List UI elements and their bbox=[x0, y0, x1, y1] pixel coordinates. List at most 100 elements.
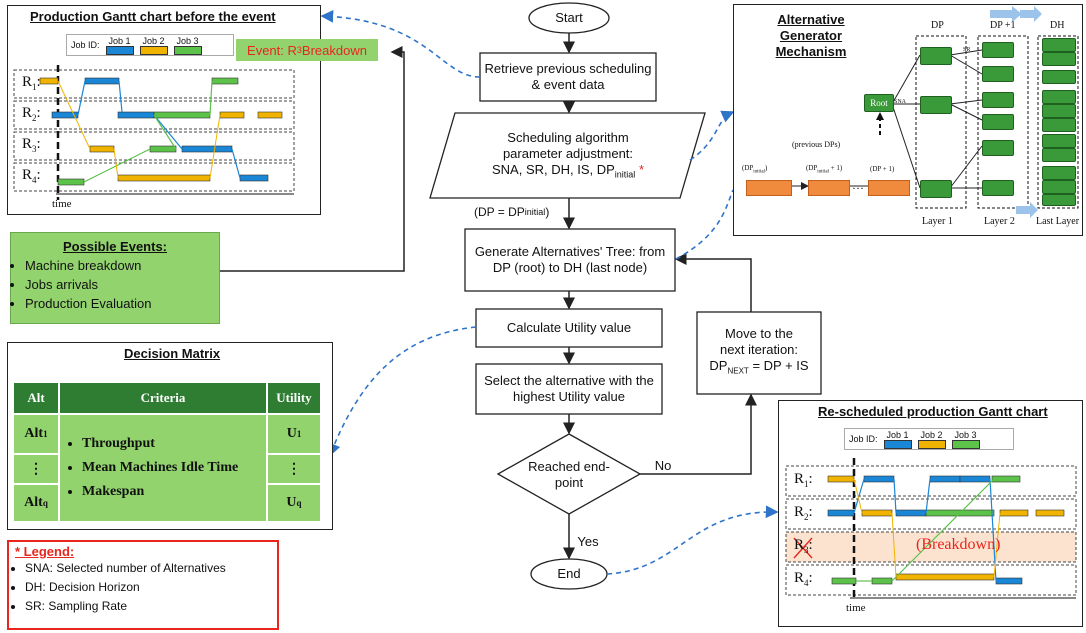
col-dp1: DP +1 bbox=[990, 20, 1016, 31]
r1-text: R bbox=[794, 471, 805, 487]
r3-sub: 3 bbox=[804, 545, 809, 555]
tree-node bbox=[1042, 194, 1076, 206]
tree-node bbox=[1042, 166, 1076, 180]
bar-r2-job1b bbox=[895, 509, 927, 517]
gantt-after-legend: Job ID: Job 1 Job 2 Job 3 bbox=[844, 428, 1014, 450]
bar-r1-job1a bbox=[863, 475, 895, 483]
r1-text: R bbox=[22, 74, 33, 90]
legend-job1-label: Job 1 bbox=[108, 35, 131, 46]
bar-r1-job1b bbox=[929, 475, 961, 483]
parameter-star: * bbox=[638, 161, 644, 177]
dm-utility-first-text: U bbox=[286, 426, 297, 441]
sr-label: SR bbox=[963, 47, 971, 53]
gantt-after-r2: R2: bbox=[794, 504, 813, 522]
dp-initial-plus-sub: initial bbox=[817, 169, 829, 175]
gantt-before-time: time bbox=[52, 198, 72, 210]
tree-node bbox=[1042, 38, 1076, 52]
generator-title-line2: Mechanism bbox=[775, 44, 847, 59]
r3-text: R bbox=[22, 136, 33, 152]
dm-utility-last-sub: q bbox=[296, 498, 302, 508]
layer-1: Layer 1 bbox=[922, 216, 953, 227]
parameter-io bbox=[429, 112, 706, 199]
gantt-after-title: Re-scheduled production Gantt chart bbox=[818, 404, 1048, 419]
gantt-before-r3: R3: bbox=[22, 136, 41, 154]
dm-criteria-list: Throughput Mean Machines Idle Time Makes… bbox=[60, 432, 238, 504]
tree-node bbox=[1042, 148, 1076, 162]
bar-r4-job3b bbox=[871, 577, 893, 585]
r4-text: R bbox=[794, 570, 805, 586]
utility-process bbox=[475, 308, 663, 348]
bar-r2-job2 bbox=[861, 509, 893, 517]
bar-r2-job2c bbox=[1035, 509, 1065, 517]
chain-ellipsis: … bbox=[852, 178, 864, 192]
bar-r2-job2b bbox=[257, 111, 283, 119]
select-label: Select the alternative with the highest … bbox=[484, 373, 654, 404]
bar-r4-job3 bbox=[831, 577, 857, 585]
gantt-before-title: Production Gantt chart before the event bbox=[30, 9, 276, 24]
legend-job2: Job 2 bbox=[917, 429, 946, 449]
bar-r2-job1a bbox=[827, 509, 855, 517]
gantt-before-r1: R1: bbox=[22, 74, 41, 92]
bar-r1-job3 bbox=[991, 475, 1021, 483]
dp-initial-plus-text: (DP bbox=[806, 164, 818, 172]
legend-job3: Job 3 bbox=[951, 429, 980, 449]
event-item: Machine breakdown bbox=[25, 256, 219, 275]
parameter-label: Scheduling algorithm parameter adjustmen… bbox=[450, 118, 686, 194]
dm-criteria-cell: Throughput Mean Machines Idle Time Makes… bbox=[60, 415, 266, 521]
event-item: Production Evaluation bbox=[25, 294, 219, 313]
legend-job3: Job 3 bbox=[173, 35, 202, 55]
no-label: No bbox=[654, 458, 672, 473]
legend-list: SNA: Selected number of Alternatives DH:… bbox=[9, 559, 277, 616]
generator-title: Alternative Generator Mechanism bbox=[746, 12, 876, 60]
root-node: Root bbox=[864, 94, 894, 112]
move-dp: DP bbox=[709, 358, 728, 374]
dp-eq-sub: initial bbox=[524, 207, 546, 217]
breakdown-label: (Breakdown) bbox=[916, 536, 1001, 553]
legend-job2-label: Job 2 bbox=[920, 429, 943, 440]
bar-r1-job2 bbox=[827, 475, 855, 483]
retrieve-label: Retrieve previous scheduling & event dat… bbox=[484, 61, 652, 92]
previous-dps-label: (previous DPs) bbox=[792, 140, 841, 149]
legend-item: SNA: Selected number of Alternatives bbox=[25, 559, 277, 578]
dm-header-alt: Alt bbox=[14, 383, 58, 413]
next-iteration-process bbox=[696, 311, 822, 395]
event-suffix: Breakdown bbox=[301, 42, 367, 58]
legend-job3-label: Job 3 bbox=[954, 429, 977, 440]
legend-item: DH: Decision Horizon bbox=[25, 578, 277, 597]
tree-node bbox=[982, 92, 1014, 108]
dp-initial-label: (DPinitial) bbox=[742, 164, 768, 175]
dp-initial-plus-rest: + 1) bbox=[828, 164, 843, 172]
dp-eq-close: ) bbox=[545, 205, 550, 219]
generate-label: Generate Alternatives' Tree: from DP (ro… bbox=[474, 244, 666, 275]
dm-criterion: Mean Machines Idle Time bbox=[82, 456, 238, 480]
move-line3: DPNEXT = DP + IS bbox=[709, 358, 808, 380]
legend-item: SR: Sampling Rate bbox=[25, 597, 277, 616]
layer-2: Layer 2 bbox=[984, 216, 1015, 227]
job3-swatch bbox=[173, 45, 202, 55]
tree-node bbox=[982, 42, 1014, 58]
parameter-line3-sub: initial bbox=[614, 169, 636, 180]
end-label: End bbox=[557, 566, 581, 581]
job1-swatch bbox=[105, 45, 134, 55]
r4-text: R bbox=[22, 167, 33, 183]
tree-node bbox=[982, 114, 1014, 130]
orange-node bbox=[868, 180, 910, 196]
tree-node bbox=[1042, 52, 1076, 66]
reached-label: Reached end-point bbox=[528, 459, 610, 490]
move-line2: next iteration: bbox=[719, 342, 799, 358]
retrieve-process bbox=[479, 52, 657, 102]
tree-node bbox=[920, 47, 952, 65]
col-dh: DH bbox=[1050, 20, 1065, 31]
r2-sub: 2 bbox=[804, 512, 809, 522]
dm-criterion: Throughput bbox=[82, 432, 238, 456]
legend-job3-label: Job 3 bbox=[176, 35, 199, 46]
gantt-before-r2: R2: bbox=[22, 105, 41, 123]
dm-header-utility: Utility bbox=[268, 383, 320, 413]
generator-title-line1: Alternative Generator bbox=[777, 12, 845, 43]
